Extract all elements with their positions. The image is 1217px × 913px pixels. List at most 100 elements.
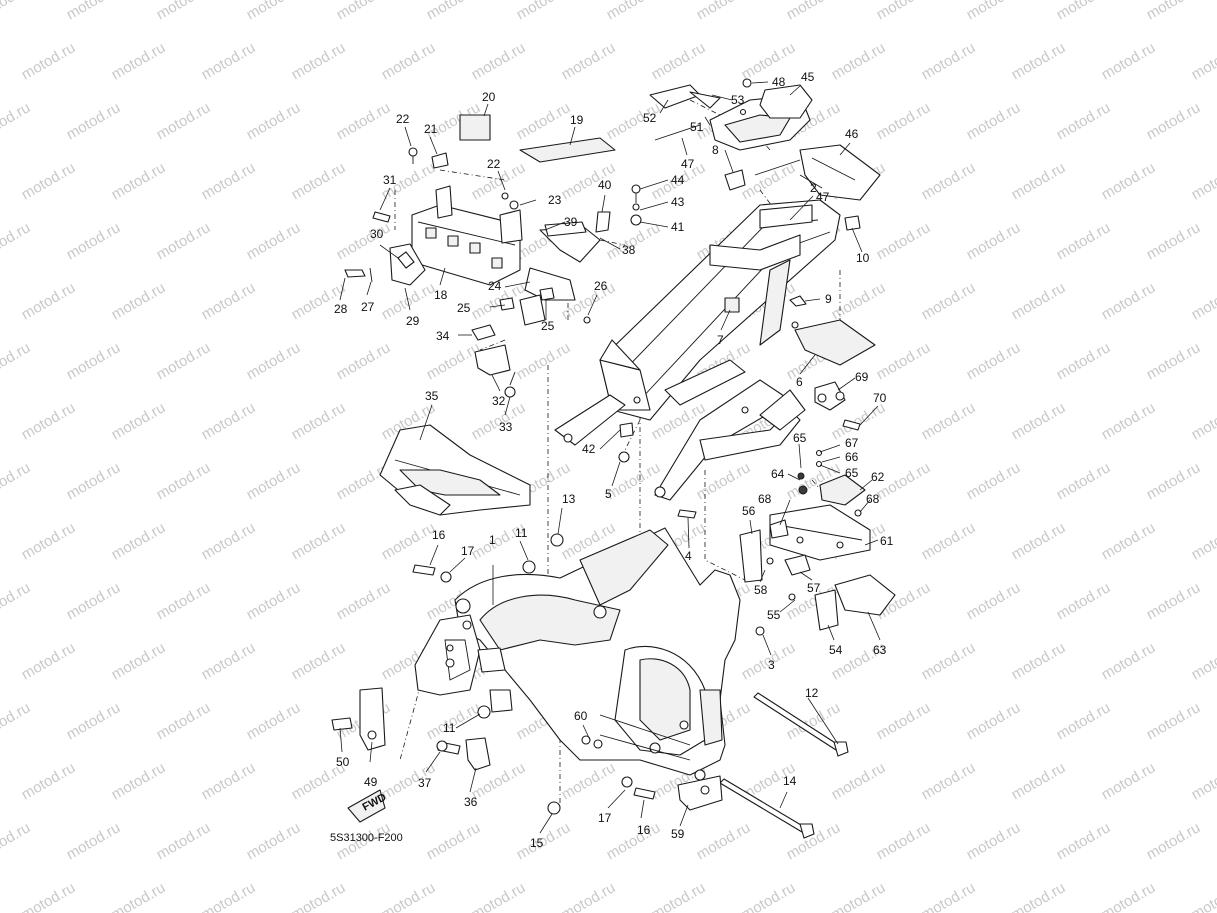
watermark-text: motod.ru [64,579,124,623]
callout-1: 1 [489,533,496,547]
watermark-text: motod.ru [1189,279,1217,323]
watermark-text: motod.ru [964,99,1024,143]
watermark-text: motod.ru [154,699,214,743]
watermark-text: motod.ru [334,579,394,623]
watermark-text: motod.ru [559,879,619,913]
watermark-text: motod.ru [1054,459,1114,503]
main-frame [414,527,741,781]
watermark-text: motod.ru [694,0,754,23]
watermark-text: motod.ru [379,879,439,913]
watermark-text: motod.ru [1009,519,1069,563]
watermark-text: motod.ru [109,159,169,203]
watermark-text: motod.ru [1144,459,1204,503]
watermark-text: motod.ru [1099,879,1159,913]
watermark-text: motod.ru [64,699,124,743]
callout-56: 56 [742,504,756,518]
watermark-text: motod.ru [19,759,79,803]
watermark-text: motod.ru [1009,759,1069,803]
watermark-text: motod.ru [1144,219,1204,263]
watermark-text: motod.ru [1144,99,1204,143]
watermark-text: motod.ru [289,639,349,683]
callout-13: 13 [562,492,576,506]
watermark-text: motod.ru [1099,639,1159,683]
watermark-text: motod.ru [154,0,214,23]
callout-60: 60 [574,709,588,723]
watermark-text: motod.ru [64,99,124,143]
watermark-text: motod.ru [154,339,214,383]
callout-7: 7 [717,333,724,347]
leader-lines [339,81,881,834]
callout-54: 54 [829,643,843,657]
watermark-text: motod.ru [1099,519,1159,563]
callout-39: 39 [564,215,578,229]
callout-57: 57 [807,581,821,595]
callout-68b: 68 [866,492,880,506]
watermark-text: motod.ru [289,39,349,83]
watermark-text: motod.ru [919,519,979,563]
callout-38: 38 [622,243,636,257]
watermark-text: motod.ru [1144,0,1204,23]
watermark-text: motod.ru [559,39,619,83]
watermark-text: motod.ru [109,279,169,323]
watermark-text: motod.ru [1144,339,1204,383]
watermark-text: motod.ru [379,519,439,563]
callout-21: 21 [424,122,438,136]
watermark-text: motod.ru [1054,219,1114,263]
callout-27: 27 [361,300,375,314]
watermark-text: motod.ru [244,459,304,503]
callout-4: 4 [685,549,692,563]
callout-19: 19 [570,113,584,127]
callout-66: 66 [845,450,859,464]
watermark-text: motod.ru [334,99,394,143]
watermark-text: motod.ru [604,0,664,23]
watermark-text: motod.ru [1054,579,1114,623]
upper-left-parts [344,114,616,398]
watermark-text: motod.ru [1189,39,1217,83]
callout-16b: 16 [637,823,651,837]
watermark-text: motod.ru [514,0,574,23]
callout-55: 55 [767,608,781,622]
callout-22b: 22 [487,157,501,171]
watermark-text: motod.ru [964,219,1024,263]
watermark-text: motod.ru [874,699,934,743]
electrical-bracket [739,449,896,636]
watermark-text: motod.ru [1054,0,1114,23]
watermark-text: motod.ru [0,99,33,143]
callout-14: 14 [783,774,797,788]
watermark-text: motod.ru [874,819,934,863]
callout-46: 46 [845,127,859,141]
watermark-text: motod.ru [1189,759,1217,803]
callout-52: 52 [643,111,657,125]
watermark-text: motod.ru [1099,759,1159,803]
watermark-text: motod.ru [829,399,889,443]
callout-34: 34 [436,329,450,343]
watermark-text: motod.ru [739,159,799,203]
callout-28: 28 [334,302,348,316]
watermark-text: motod.ru [1009,879,1069,913]
parts-artwork: FWD [331,78,896,839]
callout-32: 32 [492,394,506,408]
watermark-text: motod.ru [1099,159,1159,203]
watermark-text: motod.ru [0,219,33,263]
callout-58: 58 [754,583,768,597]
callout-70: 70 [873,391,887,405]
watermark-text: motod.ru [1009,39,1069,83]
watermark-text: motod.ru [379,39,439,83]
callout-49: 49 [364,775,378,789]
callout-65a: 65 [793,431,807,445]
watermark-text: motod.ru [199,759,259,803]
watermark-text: motod.ru [919,759,979,803]
watermark-text: motod.ru [919,159,979,203]
watermark-text: motod.ru [964,0,1024,23]
watermark-text: motod.ru [0,0,33,23]
watermark-text: motod.ru [199,399,259,443]
watermark-text: motod.ru [244,219,304,263]
callout-25b: 25 [541,319,555,333]
watermark-text: motod.ru [109,39,169,83]
watermark-text: motod.ru [559,759,619,803]
callout-61: 61 [880,534,894,548]
fwd-arrow: FWD [347,789,388,823]
callout-67: 67 [845,436,859,450]
